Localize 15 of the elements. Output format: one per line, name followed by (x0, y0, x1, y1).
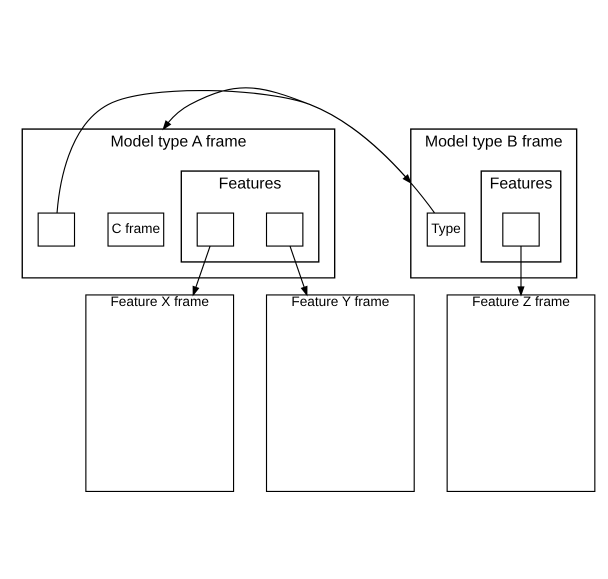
node-box: Feature Y frame (266, 294, 415, 492)
node-box: Feature Z frame (446, 294, 596, 492)
node-box (266, 212, 304, 247)
node-box: Feature X frame (85, 294, 234, 492)
node-box (502, 212, 540, 247)
node-box: Type (426, 212, 466, 247)
node-box: C frame (107, 212, 164, 247)
cluster: Features (180, 170, 320, 263)
node-box (38, 212, 76, 247)
cluster: Features (480, 170, 562, 263)
arrow (162, 87, 436, 214)
arrow (517, 246, 525, 297)
node-box (196, 212, 234, 247)
arrow (192, 246, 211, 297)
arrow (289, 246, 308, 297)
